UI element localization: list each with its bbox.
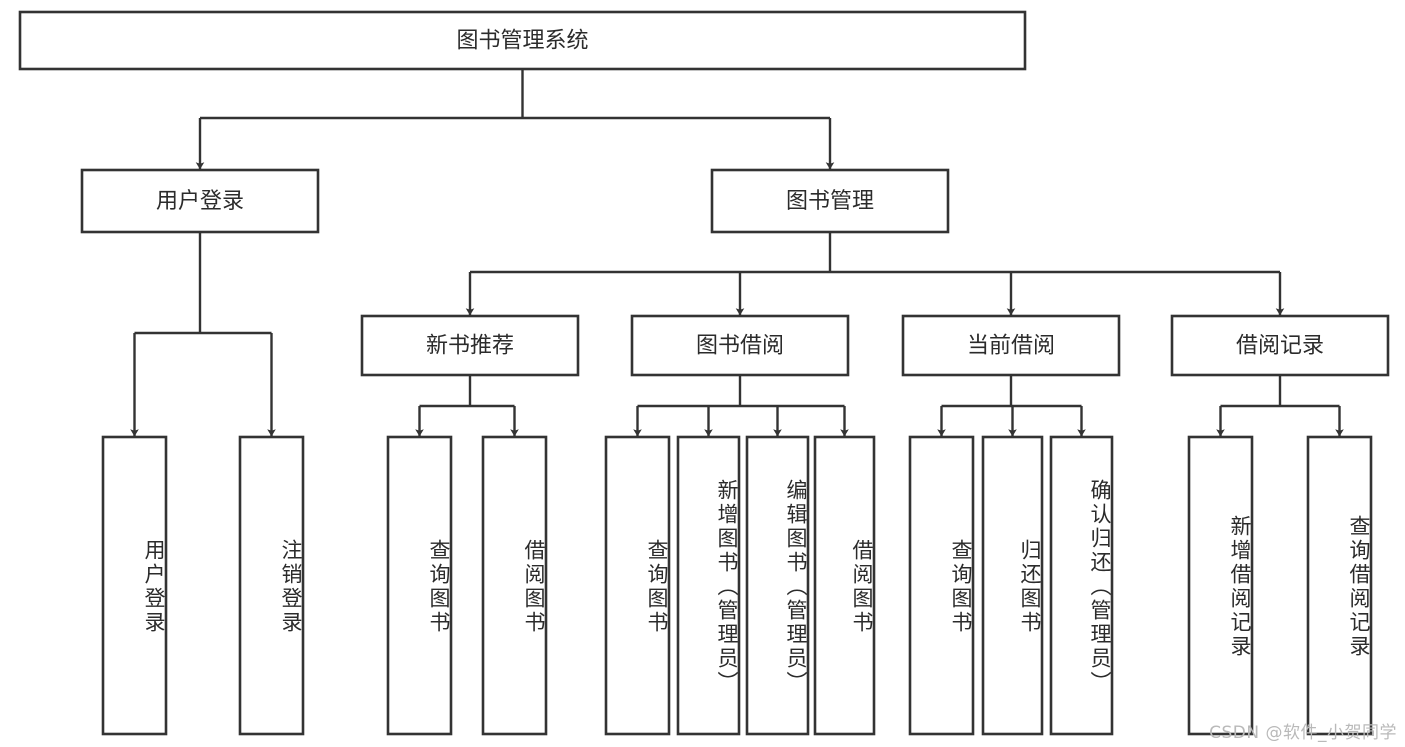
leaf-node-box[interactable] bbox=[386, 435, 453, 736]
level2-node-label: 用户登录 bbox=[156, 189, 244, 214]
leaf-node-box[interactable] bbox=[101, 435, 168, 736]
level2-node-box[interactable] bbox=[80, 168, 320, 234]
level3-node-box[interactable] bbox=[630, 314, 850, 377]
leaf-node-box[interactable] bbox=[676, 435, 741, 736]
node-layer bbox=[18, 10, 1390, 736]
leaf-node-box[interactable] bbox=[238, 435, 305, 736]
level2-node-box[interactable] bbox=[710, 168, 950, 234]
level3-node-box[interactable] bbox=[1170, 314, 1390, 377]
leaf-node-box[interactable] bbox=[481, 435, 548, 736]
leaf-node-box[interactable] bbox=[1049, 435, 1114, 736]
root-node-box[interactable] bbox=[18, 10, 1027, 71]
leaf-node-box[interactable] bbox=[604, 435, 671, 736]
level3-node-box[interactable] bbox=[901, 314, 1121, 377]
root-node-label: 图书管理系统 bbox=[456, 29, 588, 54]
leaf-node-box[interactable] bbox=[1306, 435, 1373, 736]
level2-node-label: 图书管理 bbox=[786, 189, 874, 214]
level3-node-label: 新书推荐 bbox=[426, 334, 514, 359]
leaf-node-box[interactable] bbox=[908, 435, 975, 736]
level3-node-box[interactable] bbox=[360, 314, 580, 377]
leaf-node-box[interactable] bbox=[981, 435, 1044, 736]
level3-node-label: 借阅记录 bbox=[1236, 334, 1324, 359]
leaf-node-box[interactable] bbox=[745, 435, 810, 736]
leaf-node-box[interactable] bbox=[1187, 435, 1254, 736]
edge-layer bbox=[130, 69, 1344, 437]
leaf-node-box[interactable] bbox=[813, 435, 876, 736]
level3-node-label: 当前借阅 bbox=[967, 334, 1055, 359]
watermark: CSDN @软件_小贺同学 bbox=[1209, 723, 1397, 743]
level3-node-label: 图书借阅 bbox=[696, 334, 784, 359]
